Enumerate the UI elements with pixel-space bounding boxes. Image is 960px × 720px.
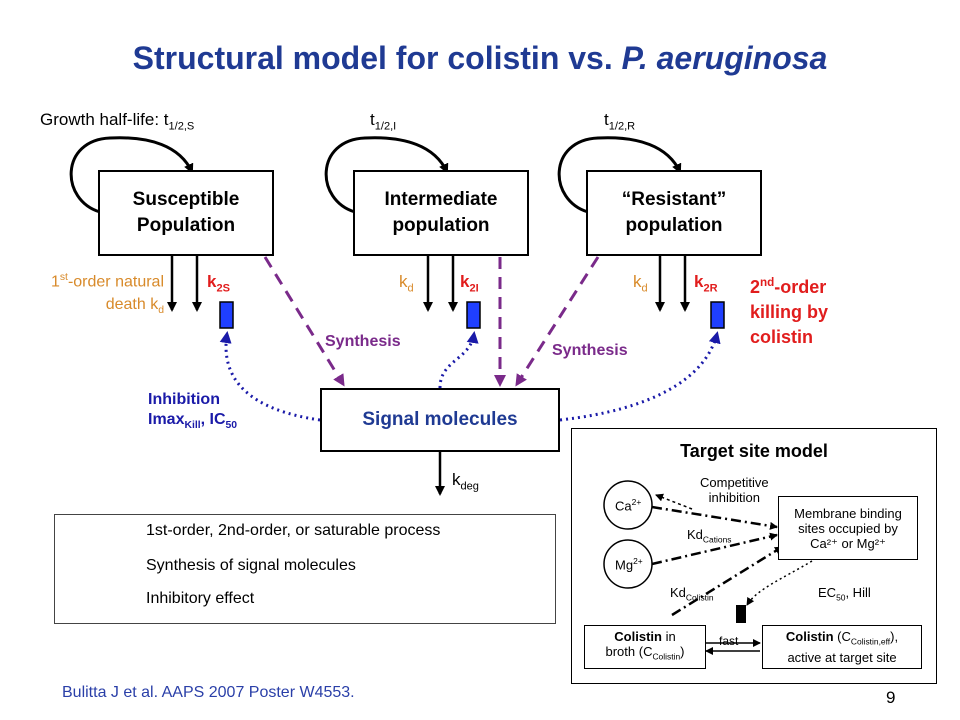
inhibit-arrow-i xyxy=(438,331,479,389)
colistin-broth-box: Colistin in broth (CColistin) xyxy=(584,625,706,669)
legend-dashed-label: Synthesis of signal molecules xyxy=(146,557,356,574)
signal-molecules-box: Signal molecules xyxy=(320,388,560,452)
half-life-resistant: t1/2,R xyxy=(604,110,636,133)
ca-circle xyxy=(603,480,653,530)
receptor-r xyxy=(710,301,725,329)
synthesis-arrow-s xyxy=(263,256,345,387)
inhibition-label: Inhibition ImaxKill, IC50 xyxy=(148,391,238,432)
ec50-dotted-arrow xyxy=(746,560,813,606)
synthesis-label-left: Synthesis xyxy=(325,333,401,350)
page-number: 9 xyxy=(886,688,896,707)
citation: Bulitta J et al. AAPS 2007 Poster W4553. xyxy=(62,684,355,701)
second-order-killing-label: 2nd-order killing by colistin xyxy=(750,276,829,347)
competitive-inhibition-arrow xyxy=(655,493,693,510)
resistant-population-box: “Resistant”population xyxy=(586,170,762,256)
inhibit-arrow-s xyxy=(219,331,321,422)
growth-loop-susceptible xyxy=(69,136,194,214)
kd-cations-label: KdCations xyxy=(687,527,732,545)
k2s-label: k2S xyxy=(207,272,230,295)
kd-colistin-label: KdColistin xyxy=(670,585,714,603)
k2i-label: k2I xyxy=(460,272,479,295)
legend-dotted-label: Inhibitory effect xyxy=(146,590,255,607)
ca-label: Ca2+ xyxy=(615,497,642,514)
growth-loop-intermediate xyxy=(324,136,449,214)
ec50-hill-label: EC50, Hill xyxy=(818,585,871,603)
k2r-label: k2R xyxy=(694,272,718,295)
mg-to-membrane xyxy=(651,532,778,566)
inhibit-arrow-r xyxy=(559,331,721,422)
colistin-to-membrane xyxy=(671,545,783,617)
growth-loop-resistant xyxy=(557,136,682,214)
kd-label-r: kd xyxy=(633,272,648,295)
growth-half-life-label: Growth half-life: t1/2,S xyxy=(40,110,195,133)
target-receptor xyxy=(736,605,746,623)
legend-box xyxy=(54,514,556,624)
natural-death-label-1: 1st-order natural xyxy=(50,272,164,291)
receptor-i xyxy=(466,301,481,329)
target-site-arrows xyxy=(603,480,813,655)
receptor-s xyxy=(219,301,234,329)
target-site-title: Target site model xyxy=(680,441,828,461)
kd-label-i: kd xyxy=(399,272,414,295)
colistin-target-box: Colistin (CColistin,eff), active at targ… xyxy=(762,625,922,669)
legend-solid-label: 1st-order, 2nd-order, or saturable proce… xyxy=(146,522,441,539)
fast-label: fast xyxy=(719,634,739,648)
kdeg-label: kdeg xyxy=(452,470,479,493)
synthesis-arrow-r xyxy=(515,256,600,387)
slide-title: Structural model for colistin vs. P. aer… xyxy=(132,40,828,76)
half-life-intermediate: t1/2,I xyxy=(370,110,397,133)
ca-to-membrane xyxy=(651,505,778,530)
mg-label: Mg2+ xyxy=(615,556,643,573)
natural-death-label-2: death kd xyxy=(105,296,164,317)
synthesis-label-right: Synthesis xyxy=(552,342,628,359)
